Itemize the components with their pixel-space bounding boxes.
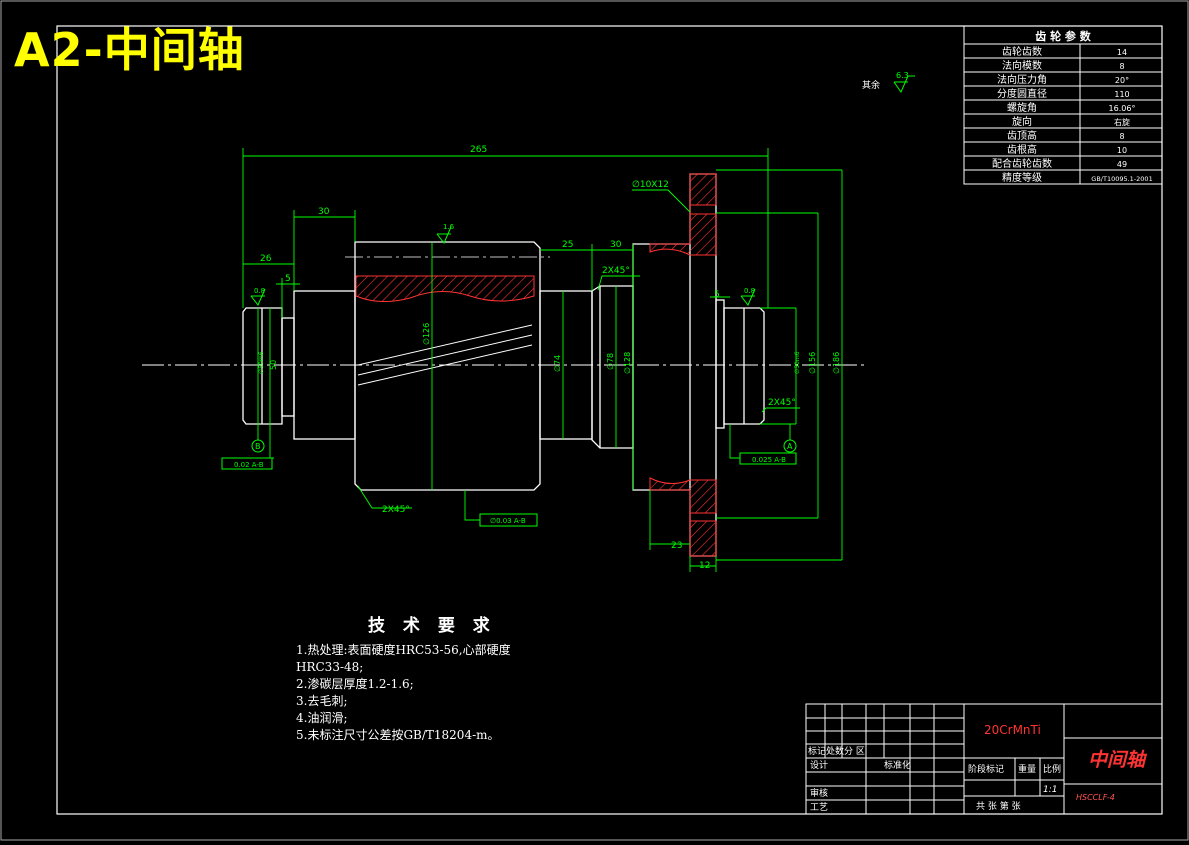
surface-note-label: 其余 — [862, 79, 880, 91]
dim-23: 23 — [671, 541, 682, 551]
label-process: 工艺 — [810, 802, 828, 813]
tech-item: 5.未标注尺寸公差按GB/T18204-m。 — [296, 728, 500, 742]
param-value: 20° — [1115, 76, 1129, 85]
rough-3: 0.8 — [744, 287, 755, 295]
dim-5-left: 5 — [285, 274, 291, 284]
title-block-labels: 标记处数分 区 设计 标准化 阶段标记 重量 比例 1:1 审核 工艺 共 张 … — [808, 745, 1115, 813]
diameter-texts: 50 ∅50m6 ∅126 ∅74 ∅78 ∅128 ∅50m6 ∅156 ∅1… — [258, 323, 841, 374]
tech-item: 3.去毛刺; — [296, 694, 348, 708]
datum-a: A — [787, 442, 793, 451]
tech-requirements-title: 技 术 要 求 — [368, 616, 496, 636]
scale-value: 1:1 — [1043, 785, 1057, 795]
dim-dia-78: ∅78 — [606, 353, 615, 370]
param-value: 10 — [1117, 146, 1127, 155]
param-value: 8 — [1119, 62, 1124, 71]
dim-25: 25 — [562, 240, 573, 250]
param-value: 8 — [1119, 132, 1124, 141]
dim-dia-126: ∅126 — [422, 323, 431, 345]
param-name: 旋向 — [1012, 115, 1032, 128]
dim-dia-50: 50 — [269, 360, 278, 370]
label-weight: 重量 — [1018, 763, 1036, 775]
datum-b: B — [255, 442, 261, 451]
section-hatching — [355, 173, 717, 557]
param-value: GB/T10095.1-2001 — [1091, 175, 1152, 183]
roughness-symbol — [893, 75, 915, 94]
dim-chamfer-gear: 2X45° — [382, 505, 410, 515]
gear-param-header: 齿 轮 参 数 — [1035, 29, 1091, 43]
label-design: 设计 — [810, 759, 828, 771]
tech-item: 4.油润滑; — [296, 711, 348, 725]
dim-dia-128: ∅128 — [623, 352, 632, 374]
dim-12: 12 — [699, 561, 710, 571]
material-label: 20CrMnTi — [984, 723, 1041, 737]
drawing-title: A2-中间轴 — [14, 23, 245, 77]
param-name: 螺旋角 — [1007, 101, 1037, 114]
label-revision: 标记处数分 区 — [808, 745, 865, 757]
label-stage: 阶段标记 — [968, 763, 1004, 775]
dim-30-mid: 30 — [610, 240, 622, 250]
label-standard: 标准化 — [884, 759, 911, 771]
tol-left: 0.02 A-B — [234, 461, 264, 469]
param-name: 齿轮齿数 — [1002, 45, 1042, 58]
dim-dia-156: ∅156 — [808, 352, 817, 374]
roughness-marks — [250, 226, 756, 306]
param-name: 法向模数 — [1002, 59, 1042, 72]
param-name: 精度等级 — [1002, 171, 1042, 184]
tolerance-frames — [221, 452, 797, 527]
tol-gear: ∅0.03 A-B — [490, 517, 526, 525]
dim-chamfer-right: 2X45° — [768, 398, 796, 408]
dim-dia-74: ∅74 — [553, 355, 562, 372]
dim-dia-186: ∅186 — [832, 352, 841, 374]
rough-2: 0.8 — [254, 287, 265, 295]
tech-item: 2.渗碳层厚度1.2-1.6; — [296, 677, 414, 691]
param-value: 110 — [1114, 90, 1129, 99]
gear-param-rows: 齿轮齿数 14 法向模数 8 法向压力角 20° 分度圆直径 110 螺旋角 1… — [992, 45, 1153, 184]
param-value: 16.06° — [1109, 104, 1136, 113]
title-block — [805, 703, 1163, 815]
dim-30-left: 30 — [318, 207, 330, 217]
drawing-no: HSCCLF-4 — [1076, 793, 1115, 802]
param-name: 配合齿轮齿数 — [992, 157, 1052, 170]
tech-requirements: 技 术 要 求 1.热处理:表面硬度HRC53-56,心部硬度 HRC33-48… — [296, 611, 511, 744]
dim-chamfer-mid: 2X45° — [602, 266, 630, 276]
dim-5-right: 5 — [714, 290, 720, 300]
param-name: 法向压力角 — [997, 73, 1047, 86]
dim-dia-right-bearing: ∅50m6 — [794, 351, 801, 374]
param-name: 齿顶高 — [1007, 129, 1037, 142]
param-value: 49 — [1117, 160, 1127, 169]
param-value: 14 — [1117, 48, 1127, 57]
dim-hole: ∅10X12 — [632, 180, 669, 190]
tech-item: HRC33-48; — [296, 660, 364, 674]
tech-item: 1.热处理:表面硬度HRC53-56,心部硬度 — [296, 643, 511, 657]
label-sheets: 共 张 第 张 — [976, 800, 1021, 812]
label-ratio: 比例 — [1043, 763, 1061, 775]
tol-right: 0.025 A-B — [752, 456, 786, 464]
gear-param-table — [963, 25, 1163, 185]
label-review: 审核 — [810, 787, 828, 799]
dim-dia-left-bearing: ∅50m6 — [258, 351, 265, 374]
dimension-texts: 265 30 26 5 25 30 2X45° 2X45° 2X45° 23 1… — [234, 145, 796, 571]
inner-frame — [56, 25, 1163, 815]
param-name: 分度圆直径 — [997, 87, 1047, 100]
dim-26: 26 — [260, 254, 272, 264]
dim-265: 265 — [470, 145, 487, 155]
helix-lines — [357, 324, 533, 386]
surface-note-value: 6.3 — [896, 71, 909, 80]
datum-symbols — [251, 439, 797, 453]
dimension-lines — [242, 148, 843, 572]
rough-1: 1.6 — [443, 223, 455, 231]
part-name: 中间轴 — [1088, 749, 1148, 771]
param-value: 右旋 — [1114, 117, 1130, 127]
param-name: 齿根高 — [1007, 143, 1037, 156]
